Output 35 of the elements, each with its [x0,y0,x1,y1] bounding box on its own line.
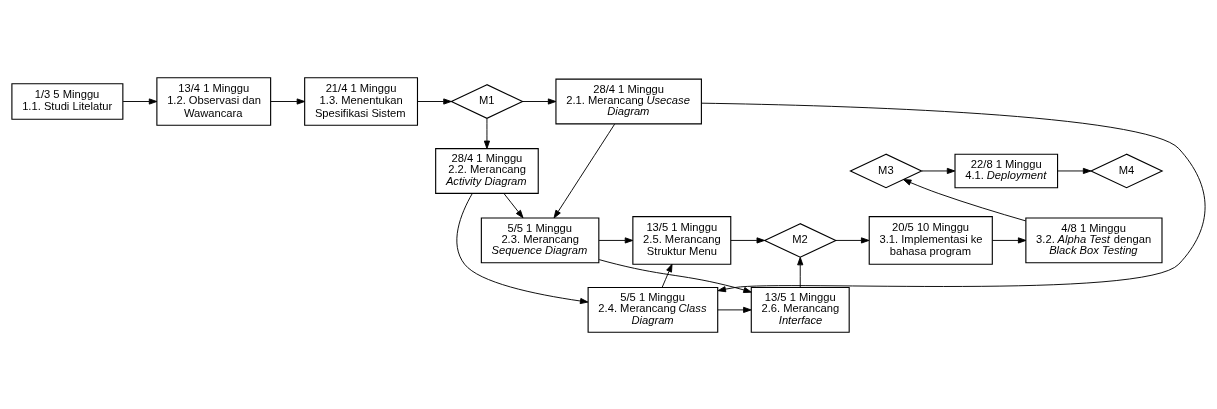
node-box: 1/3 5 Minggu 1.1. Studi Litelatur [11,82,124,120]
arrow [661,263,673,288]
arrow [456,192,589,304]
node-box: 13/5 1 Minggu 2.6. Merancang Interface [750,286,850,333]
arrow [701,102,1206,292]
arrow [797,256,804,288]
node-box: 5/5 1 Minggu 2.3. Merancang Sequence Diagram [480,217,600,263]
arrow [835,236,870,243]
node-diamond: M1 [450,83,524,119]
node-box: 28/4 1 Minggu 2.2. Merancang Activity Diagram [435,147,539,194]
arrow [921,167,956,174]
node-diamond: M4 [1089,153,1164,188]
node-diamond: M2 [763,222,838,258]
arrow [270,97,306,105]
arrow [553,123,616,218]
node-box: 13/4 1 Minggu 1.2. Observasi dan Wawancara [156,76,272,126]
arrow [992,236,1027,243]
node-box: 13/5 1 Minggu 2.5. Merancang Struktur Menu [632,215,732,265]
node-box: 5/5 1 Minggu 2.4. Merancang Class Diagram [587,286,719,333]
arrow [503,192,524,218]
arrow [522,97,557,105]
arrow [598,236,634,243]
arrow [903,178,1027,221]
arrow [717,306,752,313]
arrow [483,117,491,149]
arrow [1057,167,1092,174]
node-box: 4/8 1 Minggu 3.2. Alpha Test dengan Black Box Testing [1025,217,1163,263]
arrow [417,97,452,105]
arrow [122,97,158,105]
arrow [730,236,765,243]
arrow [598,258,752,293]
node-box: 22/8 1 Minggu 4.1. Deployment [954,153,1059,188]
node-box: 20/5 10 Minggu 3.1. Implementasi ke bahasa program [868,215,993,265]
node-box: 28/4 1 Minggu 2.1. Merancang Usecase Diagram [555,78,702,124]
node-box: 21/4 1 Minggu 1.3. Menentukan Spesifikasi Sistem [304,76,419,126]
